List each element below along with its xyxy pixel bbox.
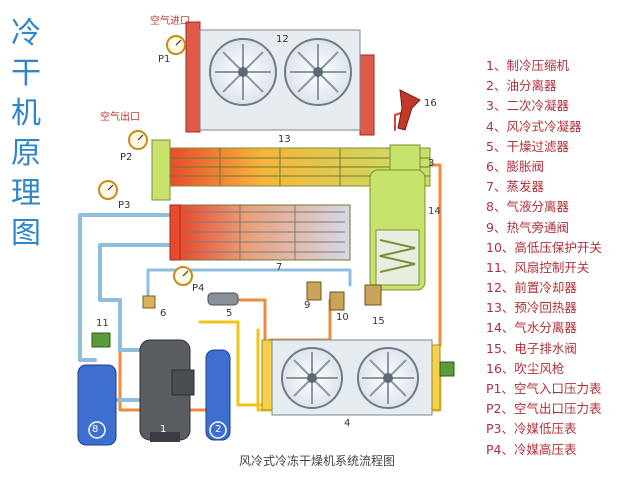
legend-item: 10、高低压保护开关 bbox=[486, 239, 602, 255]
side-title: 冷 干 机 原 理 图 bbox=[6, 14, 46, 254]
label-n2: 2 bbox=[215, 424, 222, 435]
diagram-caption: 风冷式冷冻干燥机系统流程图 bbox=[238, 454, 395, 468]
cool-pipe-evap bbox=[98, 243, 182, 352]
legend-item: P2、空气出口压力表 bbox=[486, 401, 602, 417]
cool-pipe-left bbox=[78, 213, 182, 362]
legend-item: 6、膨胀阀 bbox=[486, 158, 544, 174]
label-n9: 9 bbox=[304, 300, 311, 311]
legend-item: P3、冷媒低压表 bbox=[486, 421, 577, 437]
fan-icon bbox=[209, 38, 277, 106]
fan-icon bbox=[357, 347, 419, 409]
label-n12: 12 bbox=[276, 34, 289, 45]
gas-line bbox=[198, 320, 265, 407]
dryer-filter-5 bbox=[207, 292, 239, 306]
legend-item: 3、二次冷凝器 bbox=[486, 98, 569, 114]
label-n3: 3 bbox=[428, 158, 435, 169]
side-title-char: 原 bbox=[11, 136, 41, 171]
hot-pipe-top-condenser bbox=[268, 298, 332, 342]
label-n7: 7 bbox=[276, 262, 283, 273]
side-title-char: 干 bbox=[11, 56, 41, 91]
side-title-char: 冷 bbox=[11, 16, 41, 51]
legend-item: P1、空气入口压力表 bbox=[486, 381, 602, 396]
legend-item: 12、前置冷却器 bbox=[486, 280, 577, 296]
suction-line bbox=[146, 268, 352, 302]
gas-liquid-separator-8 bbox=[77, 364, 117, 446]
expansion-valve-6 bbox=[142, 295, 156, 309]
electronic-drain-valve-15 bbox=[364, 284, 382, 306]
label-n11: 11 bbox=[96, 318, 109, 329]
label-p1: P1 bbox=[158, 54, 171, 65]
oil-separator-2 bbox=[205, 349, 231, 441]
hot-gas-bypass-valve-9 bbox=[306, 281, 345, 311]
label-p3: P3 bbox=[118, 200, 131, 211]
legend-item: 8、气液分离器 bbox=[486, 199, 569, 215]
label-n14: 14 bbox=[428, 206, 441, 217]
air-gun-icon bbox=[397, 89, 421, 131]
gauge-icon bbox=[166, 35, 186, 55]
side-title-char: 理 bbox=[11, 176, 41, 211]
legend-item: 13、预冷回热器 bbox=[486, 300, 577, 316]
gauge-icon bbox=[98, 180, 118, 200]
legend-item: 16、吹尘风枪 bbox=[486, 360, 565, 376]
label-p2: P2 bbox=[120, 152, 133, 163]
side-title-char: 机 bbox=[11, 96, 41, 131]
legend-item: 2、油分离器 bbox=[486, 78, 557, 94]
gas-water-separator-14 bbox=[369, 169, 426, 291]
pressure-switch-10 bbox=[91, 332, 111, 348]
evaporator-7 bbox=[169, 204, 351, 261]
compressor-1 bbox=[139, 339, 195, 442]
legend-item: 9、热气旁通阀 bbox=[486, 219, 569, 235]
label-n15: 15 bbox=[372, 316, 385, 327]
legend-item: 15、电子排水阀 bbox=[486, 340, 577, 356]
side-title-char: 图 bbox=[11, 216, 41, 251]
label-air-inlet: 空气进口 bbox=[150, 16, 190, 27]
legend-item: 11、风扇控制开关 bbox=[486, 259, 590, 275]
fan-icon bbox=[281, 347, 343, 409]
label-n6: 6 bbox=[160, 308, 167, 319]
label-n8: 8 bbox=[92, 424, 99, 435]
air-cooled-condenser-4 bbox=[261, 339, 441, 416]
legend-item: P4、冷媒高压表 bbox=[486, 441, 577, 457]
fan-icon bbox=[284, 38, 352, 106]
label-n13: 13 bbox=[278, 134, 291, 145]
label-n1: 1 bbox=[160, 424, 167, 435]
legend-item: 14、气水分离器 bbox=[486, 320, 577, 336]
label-n4: 4 bbox=[344, 418, 351, 429]
gauge-icon bbox=[128, 130, 148, 150]
legend-item: 5、干燥过滤器 bbox=[486, 138, 569, 154]
label-n10: 10 bbox=[336, 312, 349, 323]
label-air-outlet: 空气出口 bbox=[100, 112, 140, 123]
gauge-icon bbox=[173, 266, 193, 286]
fan-switch-11 bbox=[439, 361, 455, 377]
component-legend: 1、制冷压缩机 2、油分离器 3、二次冷凝器 4、风冷式冷凝器 5、干燥过滤器 … bbox=[486, 56, 632, 460]
label-n16: 16 bbox=[424, 98, 437, 109]
label-n5: 5 bbox=[226, 308, 233, 319]
precooler-12 bbox=[185, 21, 375, 136]
hot-pipe-right bbox=[423, 163, 442, 347]
label-p4: P4 bbox=[192, 283, 205, 294]
legend-item: 7、蒸发器 bbox=[486, 179, 544, 195]
legend-item: 1、制冷压缩机 bbox=[486, 58, 569, 73]
legend-item: 4、风冷式冷凝器 bbox=[486, 118, 582, 134]
